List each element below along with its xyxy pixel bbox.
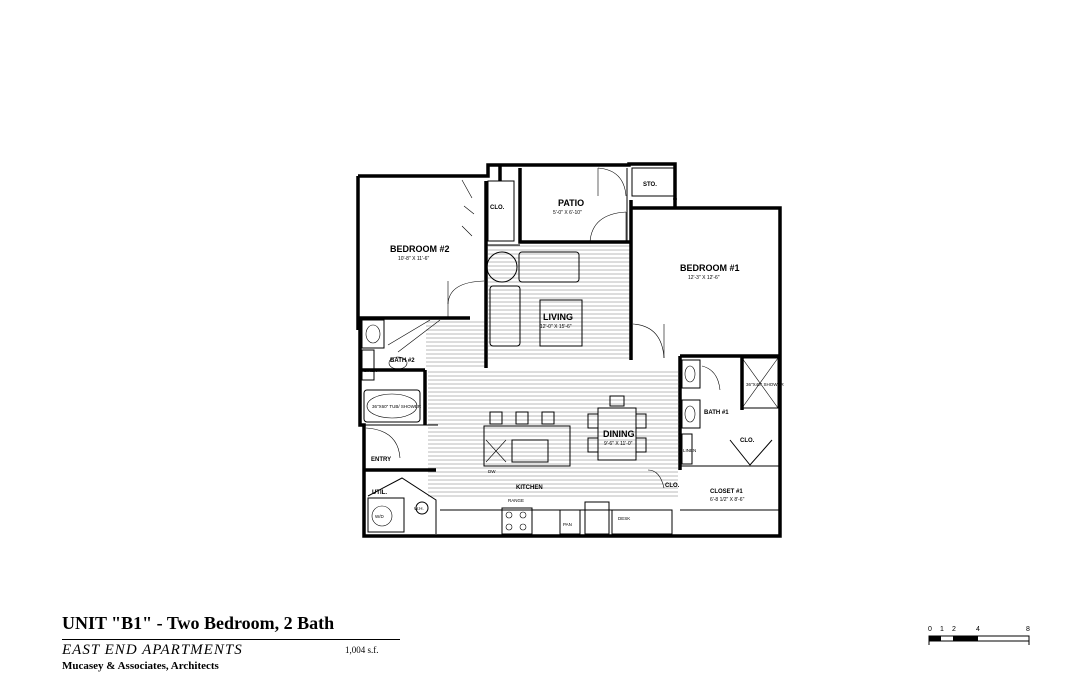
kitchen-label: KITCHEN xyxy=(516,485,543,491)
util-label: UTIL. xyxy=(372,490,387,496)
shower-label: 36"X48" SHOWER xyxy=(746,382,784,387)
tub-label: 36"X60" TUB/ SHOWER xyxy=(372,404,422,409)
floor-hatching-dining xyxy=(428,371,678,497)
closet1-dims: 6'-8 1/2" X 8'-6" xyxy=(710,497,745,503)
dining-dims: 9'-6" X 11'-0" xyxy=(604,441,633,447)
wh-label: W.H. xyxy=(414,506,424,511)
exterior-walls xyxy=(356,162,782,538)
desk-label: DESK xyxy=(618,516,630,521)
bath1-label: BATH #1 xyxy=(704,410,729,416)
unit-title: UNIT "B1" - Two Bedroom, 2 Bath xyxy=(62,613,335,633)
scale-label-2: 2 xyxy=(952,626,956,633)
scale-bar-graphic xyxy=(928,635,1030,645)
sto-label: STO. xyxy=(643,182,657,188)
bedroom1-dims: 12'-3" X 12'-6" xyxy=(688,275,720,281)
scale-label-1: 1 xyxy=(940,626,944,633)
title-rule xyxy=(62,639,400,640)
clo-bath1-label: CLO. xyxy=(740,438,755,444)
range-label: RANGE xyxy=(508,498,524,503)
patio-walls xyxy=(518,167,630,244)
closet1-label: CLOSET #1 xyxy=(710,489,743,495)
bedroom1-label: BEDROOM #1 xyxy=(680,263,740,273)
title-block: UNIT "B1" - Two Bedroom, 2 Bath EAST END… xyxy=(62,612,402,672)
patio-label: PATIO xyxy=(558,198,584,208)
clo-kitchen-label: CLO. xyxy=(665,483,680,489)
bedroom1-walls xyxy=(632,323,780,511)
architect-name: Mucasey & Associates, Architects xyxy=(62,660,219,672)
dining-label: DINING xyxy=(603,429,635,439)
entry-util xyxy=(364,424,438,534)
bath2-label: BATH #2 xyxy=(390,358,415,364)
clo-bedroom2-label: CLO. xyxy=(490,205,505,211)
living-label: LIVING xyxy=(543,312,573,322)
floor-hatching-bath2 xyxy=(426,321,486,367)
kitchen-fixtures xyxy=(440,411,673,535)
bath2-fixtures xyxy=(360,319,441,425)
entry-label: ENTRY xyxy=(371,457,391,463)
linen2-label: LINEN xyxy=(364,368,377,373)
dw-label: DW xyxy=(488,469,496,474)
kitchen-closet-door xyxy=(647,469,665,489)
unit-area: 1,004 s.f. xyxy=(345,645,379,655)
wd-label: W/D xyxy=(375,514,384,519)
bedroom2-dims: 10'-8" X 11'-6" xyxy=(398,256,429,262)
project-name: EAST END APARTMENTS xyxy=(62,642,243,658)
bedroom2-walls xyxy=(358,179,520,368)
bedroom2-label: BEDROOM #2 xyxy=(390,244,450,254)
living-furniture xyxy=(486,251,583,347)
pan-label: PAN xyxy=(563,522,572,527)
living-dims: 12'-0" X 15'-6" xyxy=(540,324,572,330)
scale-bar: 0 1 2 4 8 xyxy=(928,626,1030,650)
linen1-label: LINEN xyxy=(683,448,696,453)
scale-label-8: 8 xyxy=(1026,626,1030,633)
room-labels: BEDROOM #2 10'-8" X 11'-6" CLO. PATIO 5'… xyxy=(364,182,784,527)
storage-closet xyxy=(631,167,675,197)
scale-label-0: 0 xyxy=(928,626,932,633)
dining-furniture xyxy=(587,395,647,461)
patio-dims: 5'-0" X 6'-10" xyxy=(553,210,582,216)
scale-label-4: 4 xyxy=(976,626,980,633)
floor-hatching xyxy=(488,245,630,359)
